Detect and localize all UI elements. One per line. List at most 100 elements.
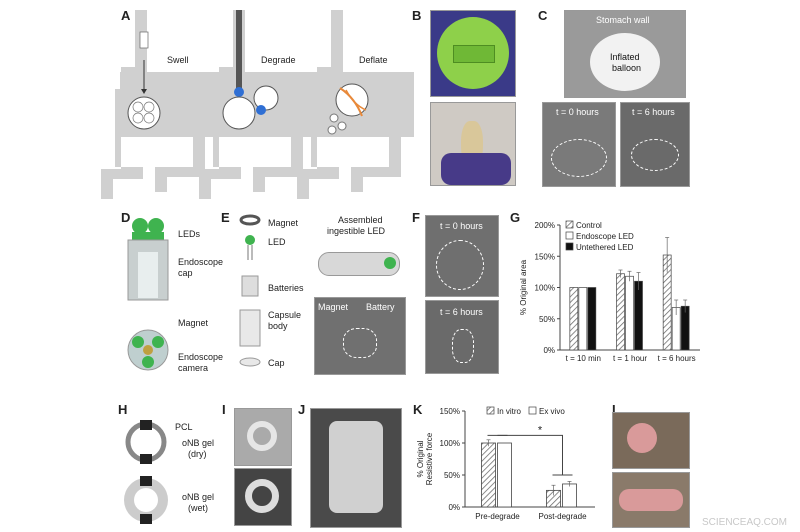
- panel-label-i: I: [222, 402, 226, 417]
- y-tick-label: 200%: [535, 221, 555, 230]
- y-axis-label-2: Resistive force: [425, 432, 434, 485]
- panel-i-photo-dry: [234, 408, 292, 466]
- y-tick-label: 150%: [440, 407, 460, 416]
- y-axis-label-1: % Original: [416, 440, 425, 477]
- legend-label: Untethered LED: [576, 243, 634, 252]
- panel-label-f: F: [412, 210, 420, 225]
- c-t0-label: t = 0 hours: [556, 107, 599, 117]
- magnet-label-e: Magnet: [268, 218, 299, 228]
- capsule-body-label-2: body: [268, 321, 288, 331]
- balloon-label-1: Inflated: [610, 52, 640, 62]
- gel-dry-label-1: oNB gel: [182, 438, 215, 448]
- endoscope-cap-label-2: cap: [178, 268, 193, 278]
- assembled-label-1: Assembled: [338, 215, 383, 225]
- endoscope-camera-label-1: Endoscope: [178, 352, 224, 362]
- legend-swatch: [565, 231, 574, 240]
- legend-swatch: [486, 406, 495, 415]
- swell-label: Swell: [167, 55, 189, 65]
- panel-label-d: D: [121, 210, 131, 225]
- y-tick-label: 100%: [535, 284, 555, 293]
- f-t6-label: t = 6 hours: [440, 307, 483, 317]
- batteries-label: Batteries: [268, 283, 304, 293]
- panel-b-device-photo: [430, 10, 516, 97]
- panel-c-xray-6h: [620, 102, 690, 187]
- pcl-label: PCL: [175, 422, 193, 432]
- bar: [497, 442, 512, 508]
- bar: [569, 287, 579, 351]
- x-tick-label: Pre-degrade: [475, 512, 520, 521]
- panel-label-j: J: [298, 402, 306, 417]
- legend-swatch: [565, 242, 574, 251]
- panel-label-e: E: [221, 210, 230, 225]
- panel-e-components: [239, 214, 261, 367]
- panel-l-photo-bottom: [612, 472, 690, 528]
- panel-a-schematic: [101, 10, 414, 199]
- x-tick-label: t = 6 hours: [658, 354, 696, 363]
- panel-label-g: G: [510, 210, 521, 225]
- legend-label: In vitro: [497, 407, 522, 416]
- endoscope-cap-label-1: Endoscope: [178, 257, 224, 267]
- y-tick-label: 100%: [440, 439, 460, 448]
- endoscope-camera-label-2: camera: [178, 363, 209, 373]
- x-tick-label: Post-degrade: [538, 512, 587, 521]
- y-axis-label: % Original area: [519, 259, 528, 315]
- panel-h-diagram: [124, 420, 168, 524]
- panel-label-l: L: [612, 402, 620, 417]
- bar: [634, 280, 643, 351]
- panel-label-c: C: [538, 8, 548, 23]
- x-tick-label: t = 10 min: [566, 354, 601, 363]
- panel-i-photo-wet: [234, 468, 292, 526]
- leds-label: LEDs: [178, 229, 201, 239]
- legend-label: Ex vivo: [539, 407, 565, 416]
- stomach-wall-label: Stomach wall: [596, 15, 650, 25]
- capsule-body-label-1: Capsule: [268, 310, 302, 320]
- panel-c-xray-0h: [542, 102, 616, 187]
- deflate-label: Deflate: [359, 55, 388, 65]
- bar: [625, 275, 634, 351]
- panel-label-b: B: [412, 8, 422, 23]
- y-tick-label: 0%: [543, 346, 555, 355]
- assembled-label-2: ingestible LED: [327, 226, 386, 236]
- panel-l-photo-top: [612, 412, 690, 469]
- watermark: SCIENCEAQ.COM: [702, 517, 788, 528]
- y-tick-label: 0%: [448, 503, 460, 512]
- balloon-label-2: balloon: [612, 63, 642, 73]
- panel-b-hand-photo: [430, 102, 516, 186]
- significance-marker: *: [538, 424, 543, 436]
- panel-f-xray-6h: [425, 300, 499, 374]
- degrade-label: Degrade: [261, 55, 296, 65]
- panel-label-k: K: [413, 402, 423, 417]
- bar: [562, 483, 577, 508]
- gel-wet-label-1: oNB gel: [182, 492, 215, 502]
- xray-battery-label: Battery: [366, 302, 395, 312]
- panel-g-chart: 0% 50% 100% 150% 200% % Original area t = 10 m…: [519, 220, 700, 363]
- legend-swatch: [565, 220, 574, 229]
- magnet-label-d: Magnet: [178, 318, 209, 328]
- c-t6-label: t = 6 hours: [632, 107, 675, 117]
- f-t0-label: t = 0 hours: [440, 221, 483, 231]
- swelled-balloon-icon: [127, 96, 161, 130]
- bar: [616, 273, 625, 351]
- y-tick-label: 150%: [535, 252, 555, 261]
- y-tick-label: 50%: [539, 315, 555, 324]
- gel-wet-label-2: (wet): [188, 503, 208, 513]
- panel-label-h: H: [118, 402, 128, 417]
- panel-label-a: A: [121, 8, 131, 23]
- legend-swatch: [528, 406, 537, 415]
- panel-c-balloon-photo: [564, 10, 686, 98]
- legend-label: Endoscope LED: [576, 232, 634, 241]
- bar: [481, 442, 496, 508]
- legend-label: Control: [576, 221, 602, 230]
- cap-label: Cap: [268, 358, 285, 368]
- panel-e-xray: [314, 297, 406, 375]
- bar: [680, 305, 690, 351]
- sig-bracket: [497, 434, 563, 475]
- led-label: LED: [268, 237, 286, 247]
- bar: [578, 287, 588, 351]
- panel-d-endoscope-cap: [127, 218, 169, 371]
- bar: [587, 287, 597, 351]
- x-tick-label: t = 1 hour: [613, 354, 647, 363]
- assembled-capsule: [318, 252, 400, 276]
- gel-dry-label-2: (dry): [188, 449, 207, 459]
